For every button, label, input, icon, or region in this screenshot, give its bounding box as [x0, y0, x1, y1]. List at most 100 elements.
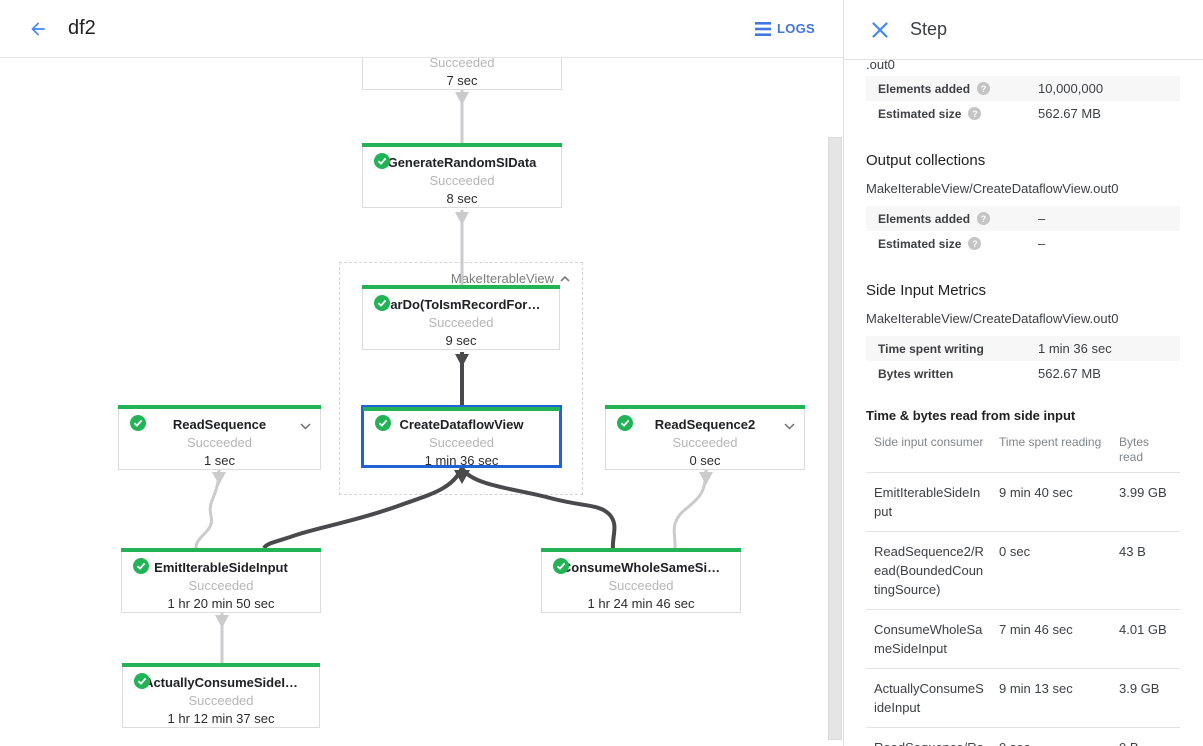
table-row: ConsumeWholeSameSideInput 7 min 46 sec 4…	[866, 609, 1180, 668]
vertical-scrollbar[interactable]	[828, 137, 842, 740]
close-panel-button[interactable]	[868, 18, 892, 42]
bytes-cell: 3.9 GB	[1119, 681, 1160, 696]
column-header: Side input consumer	[874, 435, 984, 449]
group-label: MakeIterableView	[450, 271, 554, 286]
group-makeiterableview: MakeIterableView	[339, 262, 583, 495]
status-bar	[118, 405, 321, 409]
time-cell: 9 min 13 sec	[999, 681, 1073, 696]
chevron-down-icon[interactable]	[300, 417, 311, 435]
table-row: ReadSequence/Read(BoundedCountingSource)…	[866, 727, 1180, 746]
metric-label: Estimated size	[878, 236, 962, 251]
step-node-actually-consume-side-input[interactable]: ActuallyConsumeSideI… Succeeded 1 hr 12 …	[122, 663, 320, 728]
help-icon[interactable]	[977, 212, 991, 225]
chevron-up-icon	[560, 275, 570, 282]
output-collection-name: MakeIterableView/CreateDataflowView.out0	[866, 181, 1119, 196]
step-duration: 0 sec	[689, 453, 721, 468]
step-status: Succeeded	[672, 435, 738, 450]
step-title: GenerateRandomSIData	[387, 154, 537, 170]
status-bar	[122, 663, 320, 667]
step-node-consume-whole-same-si[interactable]: ConsumeWholeSameSi… Succeeded 1 hr 24 mi…	[541, 548, 741, 613]
chevron-down-icon[interactable]	[784, 417, 795, 435]
metric-value: –	[1038, 211, 1046, 226]
bytes-cell: 4.01 GB	[1119, 622, 1167, 637]
check-circle-icon	[130, 415, 146, 436]
step-duration: 1 min 36 sec	[424, 453, 499, 468]
consumer-cell: ActuallyConsumeSideInput	[874, 681, 984, 715]
column-header: Bytes read	[1119, 435, 1150, 464]
step-node-emit-iterable-side-input[interactable]: EmitIterableSideInput Succeeded 1 hr 20 …	[121, 548, 321, 613]
metric-label: Estimated size	[878, 106, 962, 121]
step-duration: 9 sec	[445, 333, 477, 348]
step-title: ParDo(ToIsmRecordFor…	[381, 296, 541, 312]
step-node-top-partial[interactable]: Succeeded 7 sec	[362, 58, 562, 90]
metric-value: –	[1038, 236, 1046, 251]
step-status: Succeeded	[188, 578, 254, 593]
status-bar	[605, 405, 805, 409]
check-circle-icon	[375, 415, 391, 436]
table-header-row: Side input consumer Time spent reading B…	[866, 427, 1180, 472]
time-cell: 9 min 40 sec	[999, 485, 1073, 500]
metric-label: Elements added	[878, 211, 971, 226]
output-collection-metrics: Elements added – Estimated size –	[866, 206, 1180, 256]
job-graph-canvas[interactable]: MakeIterableView	[0, 58, 843, 746]
help-icon[interactable]	[977, 82, 991, 95]
step-node-create-dataflow-view[interactable]: CreateDataflowView Succeeded 1 min 36 se…	[361, 405, 562, 468]
check-circle-icon	[133, 558, 149, 579]
step-node-pardo-to-ism-record[interactable]: ParDo(ToIsmRecordFor… Succeeded 9 sec	[362, 285, 560, 350]
time-cell: 7 min 46 sec	[999, 622, 1073, 637]
step-title: EmitIterableSideInput	[154, 559, 288, 575]
back-button[interactable]	[26, 17, 50, 41]
status-bar	[362, 285, 560, 289]
column-header: Time spent reading	[999, 435, 1102, 449]
check-circle-icon	[134, 673, 150, 694]
input-collection-metrics: Elements added 10,000,000 Estimated size…	[866, 76, 1180, 126]
step-duration: 1 hr 20 min 50 sec	[167, 596, 275, 611]
check-circle-icon	[553, 558, 569, 579]
panel-body[interactable]: .out0 Elements added 10,000,000 Estimate…	[844, 60, 1203, 746]
output-collections-heading: Output collections	[866, 152, 986, 169]
logs-button-label: LOGS	[776, 21, 815, 36]
step-node-read-sequence[interactable]: ReadSequence Succeeded 1 sec	[118, 405, 321, 470]
side-input-read-table: Side input consumer Time spent reading B…	[866, 427, 1180, 746]
graph-edges	[194, 90, 713, 663]
step-node-generate-random-si-data[interactable]: GenerateRandomSIData Succeeded 8 sec	[362, 143, 562, 208]
time-cell: 0 sec	[991, 728, 1111, 746]
metric-value: 562.67 MB	[1038, 106, 1101, 121]
close-icon	[872, 21, 888, 38]
step-title: ReadSequence2	[654, 416, 756, 432]
status-bar	[362, 143, 562, 147]
step-duration: 8 sec	[446, 191, 478, 206]
check-circle-icon	[374, 295, 390, 316]
metric-row: Estimated size 562.67 MB	[866, 101, 1180, 126]
step-title: ActuallyConsumeSideI…	[144, 674, 298, 690]
check-circle-icon	[374, 153, 390, 174]
step-duration: 7 sec	[446, 73, 478, 88]
step-status: Succeeded	[429, 58, 495, 70]
step-status: Succeeded	[428, 315, 494, 330]
time-cell: 0 sec	[999, 544, 1031, 559]
metric-value: 1 min 36 sec	[1038, 341, 1112, 356]
step-duration: 1 hr 12 min 37 sec	[167, 711, 275, 726]
metric-row: Elements added –	[866, 206, 1180, 231]
metric-label: Elements added	[878, 81, 971, 96]
clipped-collection-name: .out0	[866, 60, 895, 72]
step-node-read-sequence-2[interactable]: ReadSequence2 Succeeded 0 sec	[605, 405, 805, 470]
step-duration: 1 hr 24 min 46 sec	[587, 596, 695, 611]
logs-list-icon	[754, 21, 771, 36]
logs-button[interactable]: LOGS	[754, 21, 815, 36]
consumer-cell: EmitIterableSideInput	[874, 485, 981, 519]
metric-label: Time spent writing	[878, 341, 984, 356]
status-bar	[121, 548, 321, 552]
bytes-cell: 0 B	[1111, 728, 1180, 746]
metric-row: Estimated size –	[866, 231, 1180, 256]
metric-row: Elements added 10,000,000	[866, 76, 1180, 101]
step-status: Succeeded	[428, 435, 495, 450]
table-row: ActuallyConsumeSideInput 9 min 13 sec 3.…	[866, 668, 1180, 727]
help-icon[interactable]	[968, 107, 982, 120]
metric-row: Time spent writing 1 min 36 sec	[866, 336, 1180, 361]
group-makeiterableview-header[interactable]: MakeIterableView	[448, 271, 572, 286]
bytes-cell: 43 B	[1119, 544, 1146, 559]
side-input-table-heading: Time & bytes read from side input	[866, 408, 1076, 423]
help-icon[interactable]	[968, 237, 982, 250]
